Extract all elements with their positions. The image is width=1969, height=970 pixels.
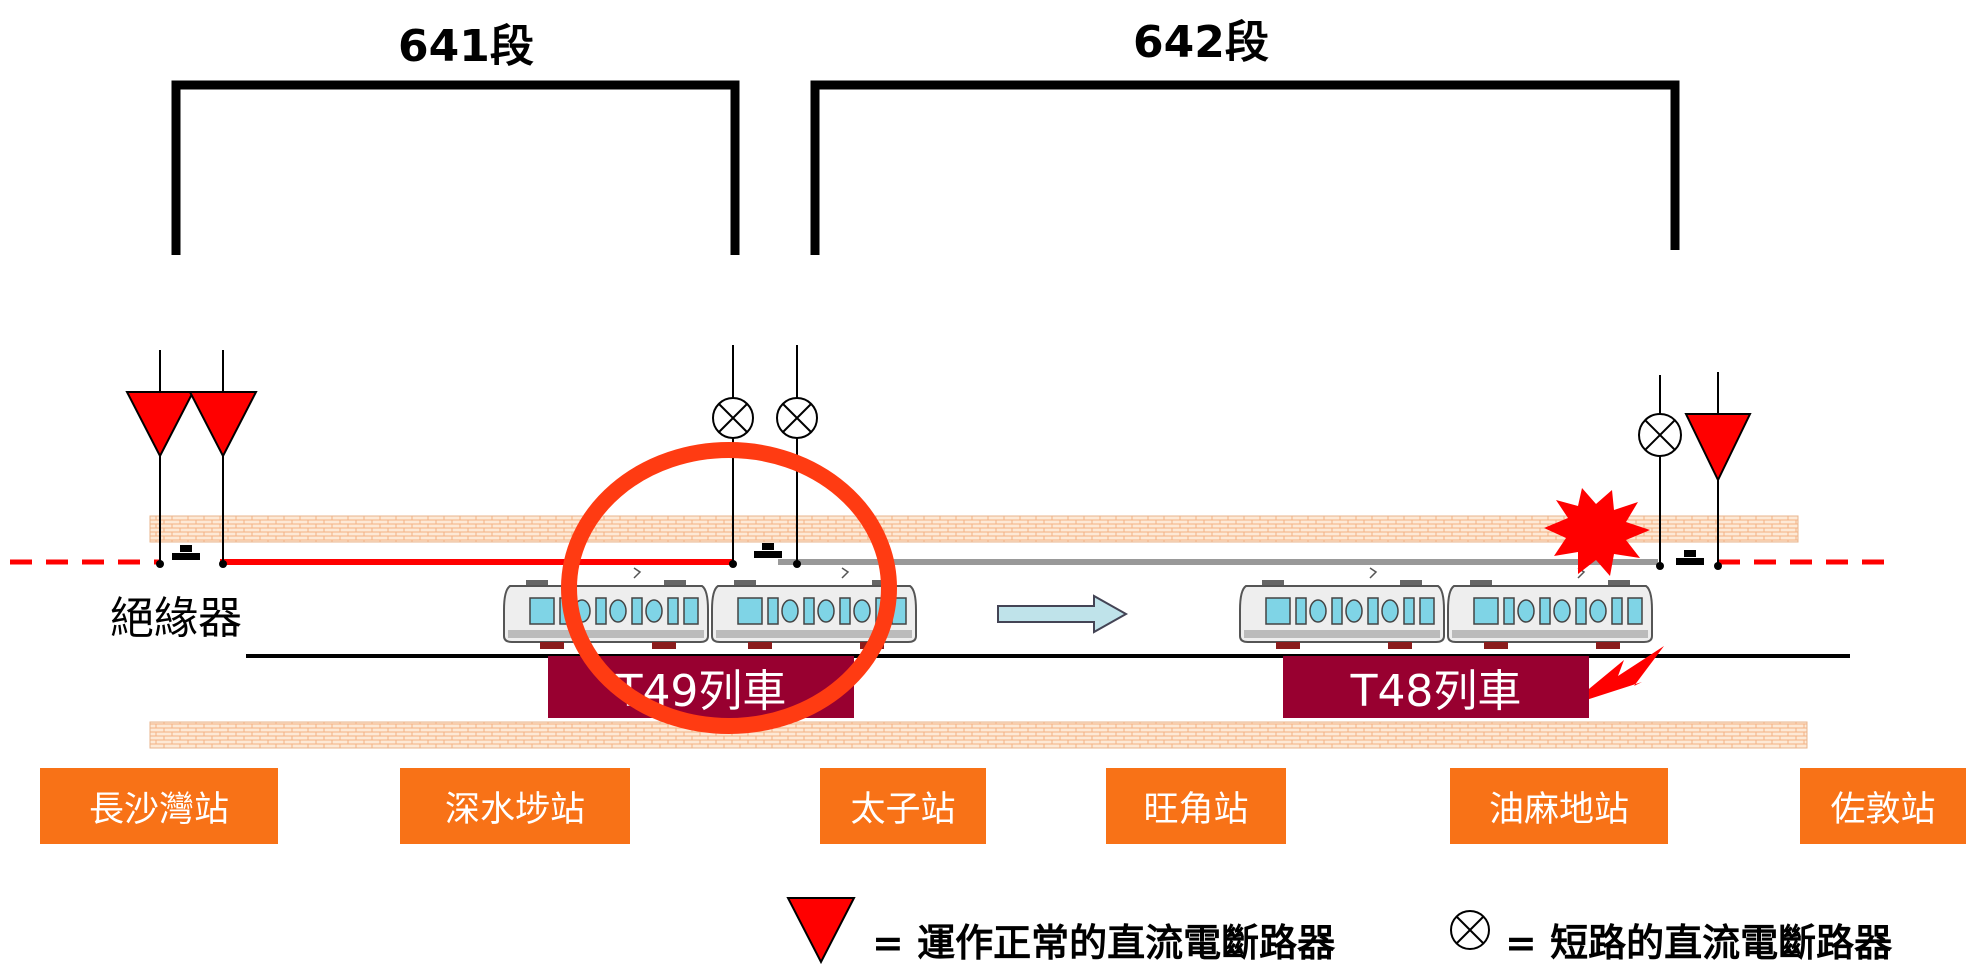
short-circuit-breaker-icon-1 (712, 345, 754, 568)
normal-breaker-icon-2 (188, 350, 258, 568)
station-prince-edward: 太子站 (820, 768, 986, 844)
section-641-bracket (171, 80, 740, 255)
lightning-icon (1578, 646, 1664, 702)
station-jordan: 佐敦站 (1800, 768, 1966, 844)
section-641-label: 641段 (398, 21, 534, 72)
upper-wall (149, 515, 1799, 543)
normal-breaker-icon-3 (1684, 372, 1752, 570)
legend-normal-breaker-icon (786, 897, 856, 965)
insulator-label: 絕緣器 (110, 593, 242, 644)
insulator-right (1676, 550, 1704, 565)
section-642-bracket (810, 80, 1680, 255)
insulator-left (172, 545, 200, 560)
legend-short-circuit-breaker-text: = 短路的直流電斷路器 (1505, 920, 1893, 965)
direction-arrow-icon (997, 594, 1129, 634)
lower-wall (149, 721, 1808, 749)
explosion-icon (1544, 488, 1650, 576)
section-642-label: 642段 (1133, 17, 1269, 68)
station-yau-ma-tei: 油麻地站 (1450, 768, 1668, 844)
normal-breaker-icon-1 (125, 350, 195, 568)
station-sham-shui-po: 深水埗站 (400, 768, 630, 844)
legend-short-circuit-breaker-icon (1450, 910, 1490, 950)
insulator-middle (754, 543, 782, 558)
station-cheung-sha-wan: 長沙灣站 (40, 768, 278, 844)
station-mong-kok: 旺角站 (1106, 768, 1286, 844)
train-t48 (1239, 567, 1653, 650)
train-t49-label: T49列車 (548, 656, 854, 718)
short-circuit-breaker-icon-3 (1638, 375, 1682, 570)
train-t49 (503, 567, 917, 650)
legend-normal-breaker-text: = 運作正常的直流電斷路器 (872, 920, 1336, 965)
train-t48-label: T48列車 (1283, 656, 1589, 718)
